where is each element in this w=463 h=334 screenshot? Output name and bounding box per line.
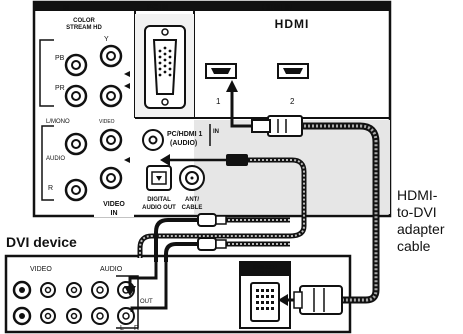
digital-audio-out-port[interactable] — [146, 165, 172, 191]
hdmi-port-1[interactable] — [205, 63, 237, 79]
dvi-device-title: DVI device — [6, 234, 77, 250]
device-jack-2[interactable] — [40, 308, 56, 324]
tv-back-panel: IN PC IN HDMI IN COLOR STREAM HD PB Y PR… — [32, 0, 392, 218]
color-stream-label-line2: STREAM HD — [66, 25, 102, 31]
s-video-port-2[interactable] — [12, 306, 32, 326]
pc-in-header: PC IN — [147, 3, 169, 12]
cables — [124, 80, 380, 315]
jack-pb-label: PB — [55, 55, 65, 62]
cable-caption-line2: to-DVI — [397, 204, 437, 220]
s-video-port-1[interactable] — [12, 280, 32, 300]
device-audio-in-l[interactable] — [91, 281, 109, 299]
rca-jack-video-1[interactable] — [99, 84, 123, 108]
ant-cable-label-line1: ANT/ — [185, 197, 199, 203]
rca-jack-l-mono[interactable] — [64, 132, 88, 156]
rca-jack-y[interactable] — [99, 44, 123, 68]
digital-audio-out-label-line1: DIGITAL — [147, 197, 171, 203]
rca-plug-lower — [197, 237, 227, 251]
jack-pr-label: PR — [55, 85, 65, 92]
jack-audio-label: AUDIO — [46, 156, 65, 162]
dvi-hdcp-out-port[interactable] — [239, 261, 291, 329]
rca-jack-video-2[interactable] — [99, 128, 123, 152]
cable-caption: HDMI- to-DVI adapter cable — [397, 187, 445, 254]
color-stream-label-line1: COLOR — [73, 18, 95, 24]
device-audio-r-label: R — [134, 325, 139, 332]
hdmi-port-2[interactable] — [277, 63, 309, 79]
jack-video-small-label: VIDEO — [99, 119, 115, 125]
hdmi-logo: HDMI — [275, 17, 310, 31]
digital-audio-out-label-line2: AUDIO OUT — [142, 205, 176, 211]
device-out-label: OUT — [140, 299, 153, 305]
ant-cable-port[interactable] — [179, 165, 205, 191]
dvi-device: DVI device VIDEO AUDIO L R OUT — [4, 234, 352, 334]
pc-hdmi-in-label: IN — [213, 129, 219, 135]
in-header: IN — [62, 5, 69, 12]
vga-port[interactable] — [144, 25, 186, 109]
device-audio-l-label: L — [120, 325, 124, 332]
jack-r-label: R — [48, 185, 53, 192]
hdmi-port-2-label: 2 — [290, 97, 295, 106]
rca-jack-video-3[interactable] — [99, 166, 123, 190]
hdmi-in-header: HDMI IN — [262, 3, 293, 12]
pc-hdmi-audio-label-line1: PC/HDMI 1 — [167, 131, 203, 138]
cable-caption-line1: HDMI- — [397, 187, 438, 203]
jack-lmono-label: L/MONO — [46, 119, 70, 125]
rca-plug-upper — [197, 213, 227, 227]
video-in-label-line2: IN — [111, 210, 118, 217]
device-audio-in-r[interactable] — [91, 307, 109, 325]
device-jack-4[interactable] — [66, 308, 82, 324]
rca-jack-pr[interactable] — [64, 84, 88, 108]
rca-jack-audio-r[interactable] — [64, 178, 88, 202]
dvi-device-audio-label: AUDIO — [100, 266, 123, 273]
device-jack-3[interactable] — [66, 282, 82, 298]
device-jack-1[interactable] — [40, 282, 56, 298]
jack-y-label: Y — [104, 36, 109, 43]
dvi-port-label-line2: OUT — [260, 271, 271, 277]
hdmi-plug — [251, 115, 303, 137]
dvi-port-label-line1: DVI/HDCP — [253, 265, 278, 271]
pc-hdmi-audio-jack[interactable] — [142, 129, 164, 151]
ant-cable-label-line2: CABLE — [182, 205, 203, 211]
video-in-label-line1: VIDEO — [103, 201, 125, 208]
pc-hdmi-audio-label-line2: (AUDIO) — [170, 140, 197, 147]
device-audio-out-l[interactable] — [117, 307, 135, 325]
cable-caption-line4: cable — [397, 238, 431, 254]
rca-jack-pb[interactable] — [64, 53, 88, 77]
hdmi-port-1-label: 1 — [216, 97, 221, 106]
cable-caption-line3: adapter — [397, 221, 445, 237]
dvi-device-video-label: VIDEO — [30, 266, 52, 273]
dvi-plug — [293, 285, 343, 315]
